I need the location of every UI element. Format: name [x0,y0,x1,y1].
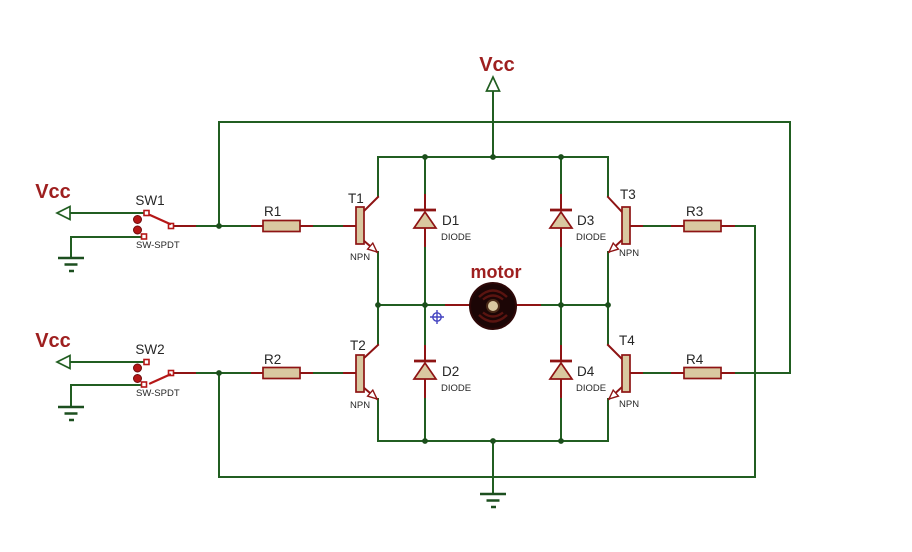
sw1-contact-dot-top[interactable] [133,215,142,224]
motor-label: motor [471,262,522,282]
vcc-up-arrow-icon [485,74,501,92]
t2-ref-label: T2 [350,338,366,353]
vcc-terminal-top[interactable]: Vcc [479,54,515,92]
t4-type-label: NPN [619,399,639,410]
t1-emitter-arrow-icon [366,241,379,254]
wire-r3-feedback [733,225,756,478]
wire-sw1-gnd [70,236,143,257]
t3-emitter-arrow-icon [607,241,620,254]
wire-r4-feedback [733,121,791,374]
d3-type-label: DIODE [576,232,606,243]
t4-emitter-arrow-icon [607,388,620,401]
r4-ref-label: R4 [686,352,704,367]
sw1-ref-label: SW1 [135,193,164,208]
sw1-contact-dot-bottom[interactable] [133,225,142,235]
origin-crosshair-icon[interactable] [430,310,444,324]
d4-type-label: DIODE [576,383,606,394]
r2-body[interactable] [262,366,301,380]
diode-d4[interactable]: D4 DIODE [548,345,606,398]
resistor-r3[interactable]: R3 [671,204,735,233]
t1-ref-label: T1 [348,191,364,206]
sw2-throw-top-terminal[interactable] [143,358,150,366]
r1-ref-label: R1 [264,204,281,219]
vcc-sw1-label: Vcc [35,181,71,203]
vcc-sw2-label: Vcc [35,330,71,352]
transistor-t3[interactable]: T3 NPN [606,187,643,259]
motor[interactable]: motor [445,262,541,330]
transistor-t1[interactable]: T1 NPN [343,191,380,263]
t3-ref-label: T3 [620,187,636,202]
t1-body[interactable] [355,206,365,245]
t4-body[interactable] [621,354,631,393]
sw1-type-label: SW-SPDT [136,240,180,251]
r1-body[interactable] [262,219,301,233]
t1-type-label: NPN [350,252,370,263]
d3-ref-label: D3 [577,213,594,228]
vcc-top-label: Vcc [479,54,515,76]
t2-emitter-arrow-icon [366,388,379,401]
t3-body[interactable] [621,206,631,245]
vcc-terminal-sw2[interactable]: Vcc [35,330,71,370]
d2-type-label: DIODE [441,383,471,394]
r3-ref-label: R3 [686,204,703,219]
junction-dots [216,154,611,444]
transistor-t2[interactable]: T2 NPN [343,338,380,411]
r2-ref-label: R2 [264,352,281,367]
resistor-r4[interactable]: R4 [671,352,735,380]
d4-body[interactable] [548,361,574,380]
wire-inner-top-rail [377,156,609,197]
transistor-t4[interactable]: T4 NPN [606,333,643,410]
t4-ref-label: T4 [619,333,635,348]
sw1-throw-bottom-terminal[interactable] [140,233,148,240]
diode-d1[interactable]: D1 DIODE [412,194,471,247]
switch-sw1[interactable]: SW1 SW-SPDT [133,193,196,251]
ground-symbol-sw2 [58,405,84,422]
switch-sw2[interactable]: SW2 SW-SPDT [133,342,196,399]
vcc-left-arrow-icon [55,205,71,221]
d2-body[interactable] [412,361,438,380]
ground-symbol-sw1 [58,256,84,273]
d3-body[interactable] [548,210,574,229]
r3-body[interactable] [683,219,722,233]
d1-type-label: DIODE [441,232,471,243]
vcc-left-arrow-icon [55,354,71,370]
sw2-pole-terminal[interactable] [167,369,175,377]
d2-ref-label: D2 [442,364,459,379]
sw2-ref-label: SW2 [135,342,164,357]
resistor-r1[interactable]: R1 [251,204,313,233]
sw1-throw-top-terminal[interactable] [143,209,150,217]
motor-winding-arcs [478,289,508,323]
sw2-lever[interactable] [148,373,172,385]
r4-body[interactable] [683,366,722,380]
d4-ref-label: D4 [577,364,595,379]
resistor-r2[interactable]: R2 [251,352,313,380]
wire-sw2-gnd [70,384,143,406]
d1-body[interactable] [412,210,438,229]
ground-symbol-main [480,492,506,509]
sw2-throw-bottom-terminal[interactable] [140,381,148,388]
t3-type-label: NPN [619,248,639,259]
vcc-terminal-sw1[interactable]: Vcc [35,181,71,221]
diode-d3[interactable]: D3 DIODE [548,194,606,247]
d1-ref-label: D1 [442,213,459,228]
sw1-lever[interactable] [148,213,172,226]
sw2-contact-dot-top[interactable] [133,363,142,373]
wire-inner-bottom-rail [377,398,609,442]
diode-d2[interactable]: D2 DIODE [412,345,471,398]
t2-type-label: NPN [350,400,370,411]
t2-body[interactable] [355,354,365,393]
sw1-pole-terminal[interactable] [167,222,175,230]
sw2-contact-dot-bottom[interactable] [133,374,142,383]
motor-hub [486,299,500,313]
sw2-type-label: SW-SPDT [136,388,180,399]
